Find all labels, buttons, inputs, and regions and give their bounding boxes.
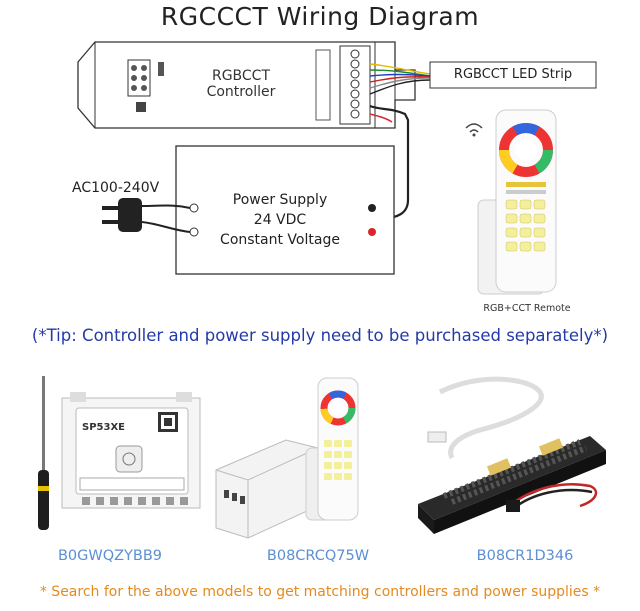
rgb-cct-remote-image (465, 109, 557, 295)
controller-label: RGBCCT Controller (196, 68, 286, 100)
tip-text: (*Tip: Controller and power supply need … (31, 326, 609, 345)
footer-note: * Search for the above models to get mat… (39, 584, 601, 600)
model-code-3: B08CR1D346 (476, 548, 574, 564)
diagram-title: RGCCCT Wiring Diagram (160, 2, 480, 31)
dc-positive-wire (369, 113, 393, 123)
sp53xe-label: SP53XE (82, 422, 125, 433)
remote-caption: RGB+CCT Remote (483, 303, 571, 314)
miboxer-controller-remote-image (215, 377, 359, 539)
led-strip-box (429, 61, 597, 89)
dc-negative-wire (369, 104, 410, 220)
ac-voltage-label: AC100-240V (72, 180, 160, 196)
power-supply-product-image (418, 376, 606, 534)
sp53xe-controller-image: SP53XE (61, 392, 201, 509)
power-supply-unit (175, 145, 395, 275)
power-supply-label: Power Supply 24 VDC Constant Voltage (190, 190, 370, 250)
power-supply-label-line1: Power Supply (232, 192, 328, 208)
controller-unit (77, 41, 416, 129)
power-supply-label-line2: 24 VDC (253, 212, 307, 228)
model-code-1: B0GWQZYBB9 (57, 548, 163, 564)
power-supply-label-line3: Constant Voltage (220, 232, 340, 248)
model-code-2: B08CRCQ75W (266, 548, 370, 564)
controller-label-line1: RGBCCT (211, 68, 271, 84)
strip-wires (369, 63, 431, 95)
controller-label-line2: Controller (206, 84, 276, 100)
led-strip-label: RGBCCT LED Strip (453, 67, 573, 82)
ac-plug-icon (102, 198, 191, 233)
screwdriver-image (38, 376, 49, 530)
